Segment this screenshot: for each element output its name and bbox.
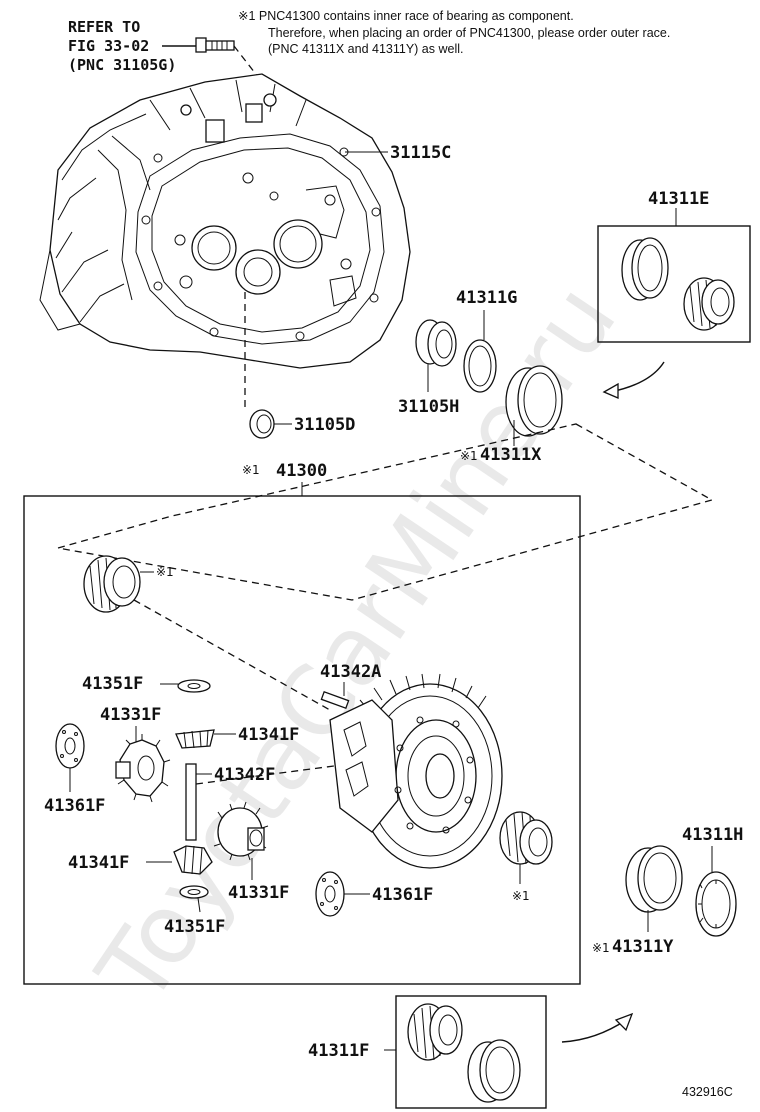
bolt-icon — [162, 37, 263, 83]
straight-pin-icon — [320, 690, 350, 710]
mark-race-y: ※1 — [592, 941, 610, 955]
transaxle-case-icon — [39, 73, 411, 369]
mark-race-x: ※1 — [460, 449, 478, 463]
refer-line-3: (PNC 31105G) — [68, 56, 176, 74]
label-washer-41361f-right: 41361F — [372, 885, 433, 905]
mark-bearing-bottom: ※1 — [512, 889, 530, 903]
label-shaft-41342f: 41342F — [214, 765, 275, 785]
tapered-bearing-icon — [83, 555, 141, 613]
differential-assembly-box — [23, 495, 581, 985]
tapered-bearing-icon — [683, 277, 735, 331]
assembly-line-bearing — [133, 599, 331, 711]
oil-seal-icon — [249, 409, 275, 439]
label-washer-41351f-bottom: 41351F — [164, 917, 225, 937]
label-kit-41311f: 41311F — [308, 1041, 369, 1061]
bearing-race-icon — [505, 365, 563, 437]
label-assy-41300: 41300 — [276, 461, 327, 481]
label-gear-41331f-bottom: 41331F — [228, 883, 289, 903]
label-pinion-41341f-top: 41341F — [238, 725, 299, 745]
bearing-race-icon — [621, 237, 669, 301]
label-race-41311y: 41311Y — [612, 937, 674, 957]
note-line-1: ※1 PNC41300 contains inner race of beari… — [238, 9, 574, 23]
pinion-gear-icon — [175, 729, 215, 749]
kit-41311f-box — [395, 995, 547, 1109]
refer-line-1: REFER TO — [68, 18, 140, 36]
mark-assy: ※1 — [242, 463, 260, 477]
label-seal-31105h: 31105H — [398, 397, 459, 417]
thrust-washer-icon — [315, 871, 345, 917]
side-gear-icon — [213, 801, 269, 861]
leader-washer-bottom — [197, 897, 201, 913]
tapered-bearing-icon — [499, 811, 553, 865]
illustration-number: 432916C — [682, 1085, 733, 1099]
thrust-washer-icon — [179, 885, 209, 899]
label-washer-41361f-left: 41361F — [44, 796, 105, 816]
label-case-31115c: 31115C — [390, 143, 451, 163]
pinion-gear-icon — [173, 845, 213, 875]
label-pinion-41341f-bottom: 41341F — [68, 853, 129, 873]
label-pin-41342a: 41342A — [320, 662, 381, 682]
label-kit-41311e: 41311E — [648, 189, 709, 209]
pinion-shaft-icon — [185, 763, 197, 841]
kit-41311e-box — [597, 225, 751, 343]
tapered-bearing-icon — [407, 1003, 463, 1061]
label-washer-41351f-top: 41351F — [82, 674, 143, 694]
label-gear-41331f-top: 41331F — [100, 705, 161, 725]
note-line-3: (PNC 41311X and 41311Y) as well. — [268, 42, 463, 56]
thrust-washer-icon — [177, 679, 211, 693]
mark-bearing-top: ※1 — [156, 565, 174, 579]
note-line-2: Therefore, when placing an order of PNC4… — [268, 26, 670, 40]
oil-seal-icon — [415, 319, 457, 367]
side-gear-icon — [115, 734, 171, 803]
label-seal-31105d: 31105D — [294, 415, 355, 435]
bearing-race-icon — [625, 845, 683, 913]
label-race-41311x: 41311X — [480, 445, 542, 465]
shim-icon — [463, 339, 497, 393]
label-shim-41311h: 41311H — [682, 825, 743, 845]
refer-line-2: FIG 33-02 — [68, 37, 149, 55]
thrust-washer-icon — [55, 723, 85, 769]
arrow-icon — [561, 1012, 634, 1043]
shim-icon — [695, 871, 737, 937]
label-shim-41311g: 41311G — [456, 288, 517, 308]
bearing-race-icon — [467, 1039, 521, 1103]
assembly-dashed-line — [57, 423, 714, 601]
arrow-icon — [602, 361, 665, 399]
ring-gear-icon — [329, 673, 503, 869]
